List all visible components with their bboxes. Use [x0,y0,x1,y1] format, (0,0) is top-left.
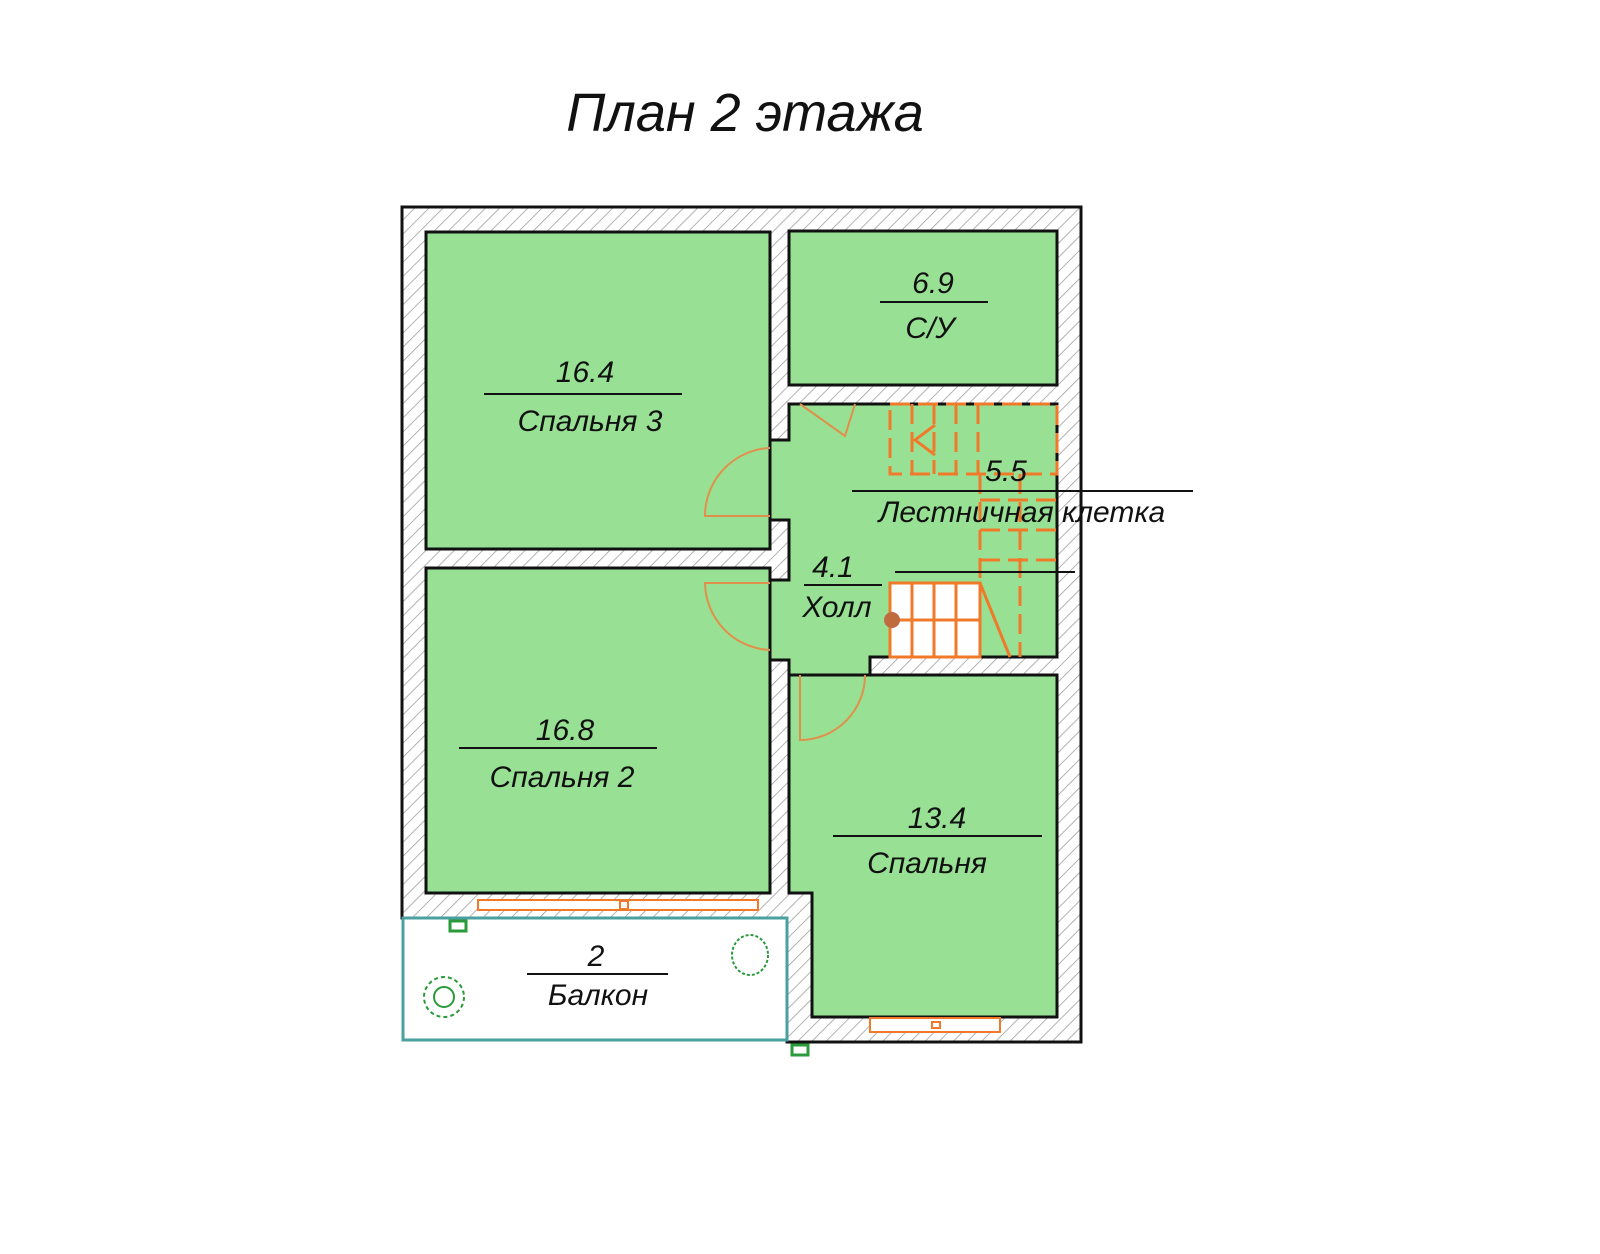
room-area: 16.4 [556,356,614,389]
plant-icon [423,934,769,1018]
room-area: 6.9 [912,267,954,300]
room-label-bedroom: 13.4 Спальня [833,802,1042,880]
room-area: 16.8 [536,714,595,747]
doors [703,403,866,742]
room-hall-stairwell [768,402,1059,677]
plan-title: План 2 этажа [566,83,924,143]
room-bedroom [787,673,1059,1019]
room-name: Холл [801,591,871,624]
room-bedroom-2 [424,566,772,895]
room-area: 13.4 [908,802,966,835]
room-label-stairwell: 5.5 Лестничная клетка [852,455,1193,529]
balcony-area [401,916,789,1042]
room-area: 4.1 [812,551,854,584]
room-name: Спальня [867,847,987,880]
room-name: Лестничная клетка [877,496,1165,529]
room-label-bedroom-3: 16.4 Спальня 3 [484,356,682,438]
staircase [888,402,1059,659]
room-name: Балкон [548,979,648,1012]
room-name: Спальня 3 [518,405,663,438]
room-label-balcony: 2 Балкон [527,940,668,1012]
room-label-bedroom-2: 16.8 Спальня 2 [459,714,657,794]
room-name: Спальня 2 [490,761,635,794]
room-name: С/У [905,312,957,345]
windows [477,899,1001,1033]
room-bedroom-3 [424,230,772,551]
room-bathroom [787,229,1059,387]
vent-icon [448,919,810,1057]
room-label-bathroom: 6.9 С/У [880,267,988,345]
room-area: 2 [587,940,605,973]
stair-post-icon [884,612,900,628]
room-label-hall: 4.1 Холл [801,551,1075,624]
room-area: 5.5 [985,455,1027,488]
